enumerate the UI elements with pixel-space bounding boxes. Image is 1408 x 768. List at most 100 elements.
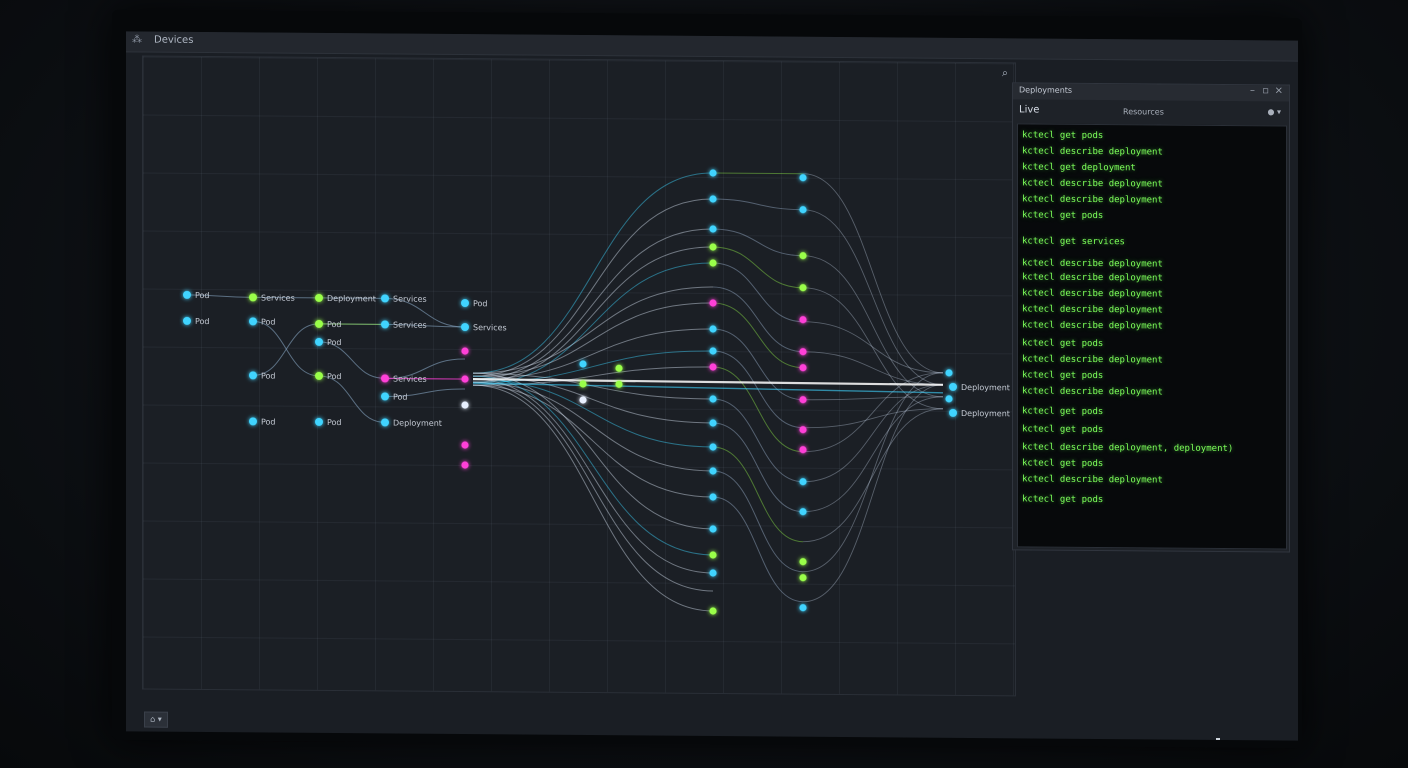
graph-node[interactable] (799, 508, 807, 516)
graph-node[interactable] (461, 347, 469, 355)
graph-edge (472, 375, 714, 424)
graph-edge (384, 388, 466, 397)
graph-node[interactable] (709, 493, 717, 501)
graph-node[interactable] (381, 374, 389, 383)
graph-node[interactable] (709, 169, 717, 177)
menu-icon[interactable]: ⁂ (132, 34, 142, 46)
graph-node[interactable] (709, 443, 717, 451)
settings-icon[interactable]: ● ▾ (1267, 107, 1281, 117)
graph-node[interactable] (709, 325, 717, 333)
graph-node[interactable] (709, 195, 717, 203)
graph-node[interactable] (799, 426, 807, 434)
terminal-tabs: Live Resources ● ▾ (1013, 101, 1289, 125)
graph-node[interactable] (799, 348, 807, 356)
terminal-line: kctecl describe deployment (1022, 386, 1163, 398)
graph-node[interactable] (799, 396, 807, 404)
graph-edge (472, 172, 714, 374)
graph-node[interactable] (709, 259, 717, 267)
terminal-window[interactable]: Deployments – ▫ × Live Resources ● ▾ kct… (1012, 82, 1290, 553)
terminal-line: kctecl describe deployment (1022, 194, 1163, 206)
search-icon[interactable]: ⌕ (1001, 66, 1008, 80)
graph-node[interactable] (799, 206, 807, 214)
graph-node[interactable] (799, 316, 807, 324)
node-label: Pod (327, 372, 342, 381)
graph-node[interactable] (709, 551, 717, 559)
graph-node[interactable] (949, 382, 957, 391)
graph-node[interactable] (461, 461, 469, 469)
terminal-line: kctecl get pods (1022, 210, 1104, 222)
graph-node[interactable] (709, 363, 717, 371)
graph-node[interactable] (799, 174, 807, 182)
tab-resources[interactable]: Resources (1123, 107, 1164, 117)
graph-node[interactable] (615, 380, 623, 388)
graph-node[interactable] (461, 323, 469, 332)
node-label: Pod (261, 317, 276, 326)
tab-live[interactable]: Live (1019, 104, 1040, 116)
node-label: Deployment (393, 418, 442, 427)
graph-node[interactable] (709, 607, 717, 615)
graph-node[interactable] (381, 418, 389, 427)
graph-node[interactable] (799, 364, 807, 372)
graph-node[interactable] (381, 392, 389, 401)
graph-node[interactable] (709, 419, 717, 427)
node-label: Deployment (961, 383, 1010, 392)
graph-node[interactable] (461, 401, 469, 409)
graph-node[interactable] (249, 371, 257, 380)
graph-node[interactable] (249, 293, 257, 302)
graph-node[interactable] (709, 525, 717, 533)
graph-node[interactable] (945, 369, 953, 377)
node-label: Deployment (327, 294, 376, 303)
graph-node[interactable] (315, 417, 323, 426)
graph-node[interactable] (579, 380, 587, 388)
graph-node[interactable] (315, 319, 323, 328)
graph-node[interactable] (461, 441, 469, 449)
graph-node[interactable] (709, 569, 717, 577)
graph-edge (472, 384, 714, 498)
graph-node[interactable] (709, 243, 717, 251)
graph-node[interactable] (615, 364, 623, 372)
graph-edge (472, 228, 714, 380)
topology-graph[interactable]: PodPodServicesPodPodPodDeploymentPodPodP… (143, 57, 1015, 696)
graph-node[interactable] (461, 375, 469, 383)
graph-node[interactable] (315, 337, 323, 346)
terminal-header: Deployments – ▫ × (1013, 83, 1289, 102)
close-icon[interactable]: × (1274, 85, 1283, 97)
graph-node[interactable] (709, 299, 717, 307)
graph-edge (319, 297, 385, 299)
maximize-icon[interactable]: ▫ (1262, 85, 1269, 97)
graph-node[interactable] (709, 467, 717, 475)
graph-node[interactable] (799, 604, 807, 612)
graph-node[interactable] (461, 299, 469, 308)
graph-node[interactable] (183, 316, 191, 325)
graph-node[interactable] (249, 317, 257, 326)
graph-node[interactable] (579, 360, 587, 368)
graph-node[interactable] (249, 417, 257, 426)
graph-node[interactable] (799, 446, 807, 454)
node-label: Pod (327, 320, 342, 329)
graph-node[interactable] (799, 478, 807, 486)
footer-button[interactable]: ⌂ ▾ (144, 711, 168, 728)
graph-edge (472, 372, 714, 530)
minimize-icon[interactable]: – (1250, 85, 1255, 97)
graph-node[interactable] (381, 294, 389, 303)
graph-node[interactable] (709, 395, 717, 403)
graph-node[interactable] (949, 408, 957, 417)
graph-node[interactable] (709, 347, 717, 355)
graph-node[interactable] (183, 290, 191, 299)
graph-edge (472, 328, 714, 380)
graph-edge (802, 173, 944, 374)
graph-node[interactable] (799, 252, 807, 260)
graph-node[interactable] (799, 284, 807, 292)
graph-node[interactable] (945, 395, 953, 403)
graph-node[interactable] (579, 396, 587, 404)
graph-node[interactable] (799, 558, 807, 566)
terminal-line: kctecl get pods (1022, 338, 1104, 350)
graph-node[interactable] (381, 320, 389, 329)
graph-node[interactable] (315, 371, 323, 380)
terminal-line: kctecl describe deployment (1022, 146, 1163, 158)
graph-node[interactable] (709, 225, 717, 233)
graph-node[interactable] (799, 574, 807, 582)
graph-node[interactable] (315, 293, 323, 302)
terminal-output[interactable]: kctecl get pods kctecl describe deploymen… (1017, 123, 1287, 550)
